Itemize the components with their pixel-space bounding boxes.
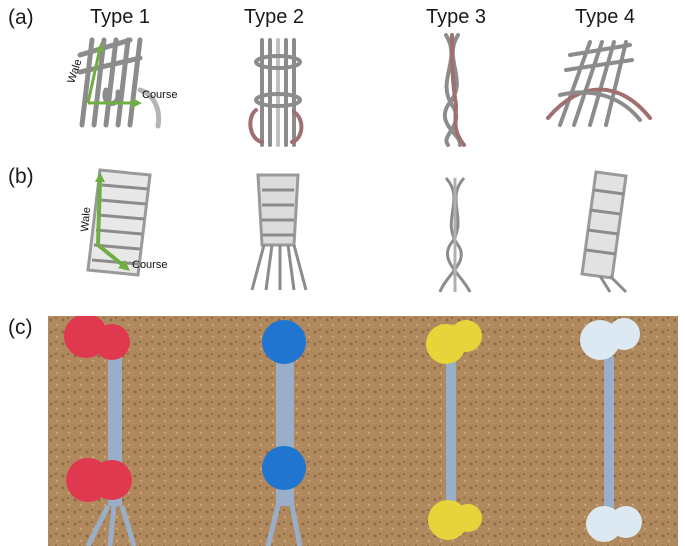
pin-type-2-top — [262, 320, 306, 364]
pin-type-2-bottom — [262, 446, 306, 490]
type-4-loop-structure — [548, 42, 650, 125]
type-3-loop-structure — [445, 35, 464, 145]
cord-type-3 — [446, 346, 456, 526]
type-4-fabric — [582, 172, 626, 292]
wale-label-b: Wale — [79, 207, 93, 233]
photo-cords-on-corkboard — [48, 316, 678, 546]
panel-label-c: (c) — [8, 316, 33, 340]
schematic-diagrams: Wale Course Wale Course — [0, 0, 685, 316]
type-3-fabric — [440, 178, 470, 292]
course-label-b: Course — [132, 259, 167, 271]
type-2-fabric — [252, 175, 306, 290]
type-2-loop-structure — [250, 40, 301, 145]
course-label-a: Course — [142, 89, 177, 101]
pin-type-1-bottom — [66, 458, 132, 502]
